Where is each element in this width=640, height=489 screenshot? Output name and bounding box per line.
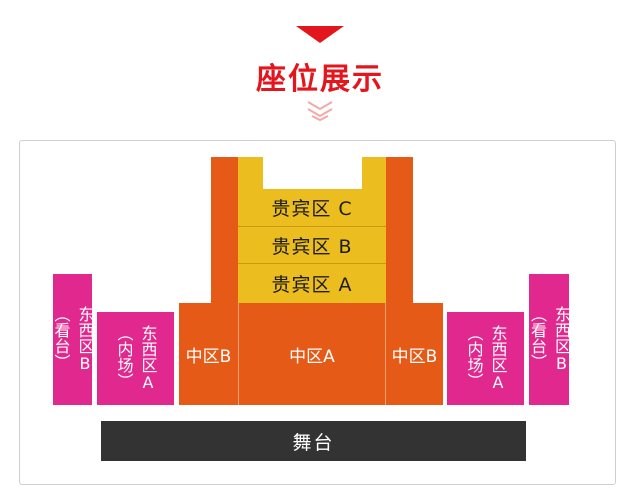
- stage-label: 舞台: [292, 431, 335, 454]
- east-west-b-right-label: 东西区B: [552, 306, 571, 373]
- east-west-a-right: 东西区A （内场）: [447, 312, 524, 405]
- middle-zone-b-right-label: 中区B: [391, 346, 438, 367]
- east-west-b-right-sub: （看台）: [528, 306, 547, 370]
- east-west-b-left-label: 东西区B: [75, 306, 95, 373]
- east-west-a-right-sub: （内场）: [464, 325, 484, 389]
- vip-zone-c: 贵宾区 C: [238, 189, 386, 226]
- vip-divider: [238, 226, 386, 227]
- vip-c-right-wing: [362, 157, 386, 189]
- right-orange-column: [386, 157, 413, 303]
- center-zone-a-label: 中区A: [289, 346, 335, 367]
- vip-divider: [238, 263, 386, 264]
- vip-zone-b: 贵宾区 B: [238, 227, 386, 263]
- east-west-b-right: 东西区B （看台）: [528, 274, 571, 405]
- vip-zone-a-label: 贵宾区 A: [271, 274, 353, 296]
- red-triangle-icon: [296, 26, 344, 43]
- east-west-b-left-sub: （看台）: [51, 306, 71, 370]
- middle-zone-b-right: 中区B: [386, 303, 443, 405]
- middle-zone-b-left-label: 中区B: [185, 346, 232, 367]
- page-title: 座位展示: [256, 62, 384, 97]
- chevron-down-icon: [307, 101, 333, 122]
- vip-zone-c-label: 贵宾区 C: [271, 198, 353, 220]
- east-west-a-left-sub: （内场）: [114, 325, 134, 389]
- vip-zone-b-label: 贵宾区 B: [271, 235, 353, 258]
- middle-zone-b-left: 中区B: [179, 303, 238, 405]
- east-west-b-left: 东西区B （看台）: [51, 274, 95, 405]
- east-west-a-left: 东西区A （内场）: [97, 312, 174, 405]
- vip-zone-a: 贵宾区 A: [238, 264, 386, 303]
- center-zone-a: 中区A: [238, 303, 386, 405]
- east-west-a-left-label: 东西区A: [138, 325, 158, 392]
- vip-c-left-wing: [238, 157, 263, 189]
- stage: 舞台: [101, 421, 526, 461]
- left-orange-column: [211, 157, 238, 303]
- east-west-a-right-label: 东西区A: [488, 325, 508, 392]
